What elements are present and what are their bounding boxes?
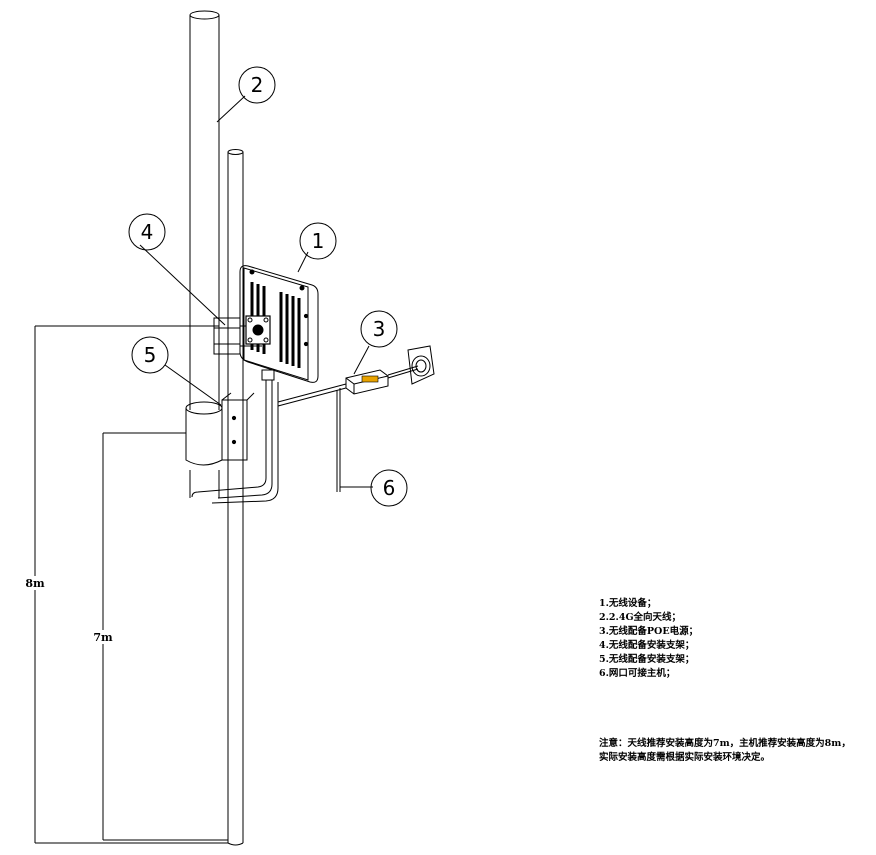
legend-item: 2.2.4G全向天线； (599, 612, 682, 623)
pole-clamp (185, 392, 255, 466)
legend-item: 1.无线设备； (599, 598, 657, 609)
wireless-device (239, 265, 319, 383)
wall-socket (407, 345, 435, 385)
poe-power-supply (277, 365, 419, 492)
callout-2: 2 (251, 73, 264, 97)
legend-item: 3.无线配备POE电源； (599, 626, 699, 637)
callout-1: 1 (312, 229, 325, 253)
callout-4: 4 (141, 220, 154, 244)
dimension-label-8m: 8m (25, 577, 45, 590)
antenna-cables (191, 380, 279, 504)
note-line-1: 注意：天线推荐安装高度为7m，主机推荐安装高度为8m， (599, 738, 851, 749)
antenna-pole (189, 10, 220, 498)
callout-3: 3 (373, 317, 386, 341)
dimension-7m (102, 432, 228, 841)
legend-item: 6.网口可接主机； (599, 668, 676, 679)
dimension-8m (34, 325, 228, 844)
callout-6: 6 (383, 476, 396, 500)
callout-5: 5 (144, 343, 157, 367)
legend-item: 5.无线配备安装支架； (599, 654, 695, 665)
installation-note: 注意：天线推荐安装高度为7m，主机推荐安装高度为8m， 实际安装高度需根据实际安… (599, 737, 851, 765)
parts-legend: 1.无线设备； 2.2.4G全向天线； 3.无线配备POE电源； 4.无线配备安… (599, 597, 698, 681)
dimension-label-7m: 7m (93, 631, 113, 644)
callout-circles (128, 66, 408, 507)
legend-item: 4.无线配备安装支架； (599, 640, 695, 651)
note-line-2: 实际安装高度需根据实际安装环境决定。 (599, 752, 771, 763)
